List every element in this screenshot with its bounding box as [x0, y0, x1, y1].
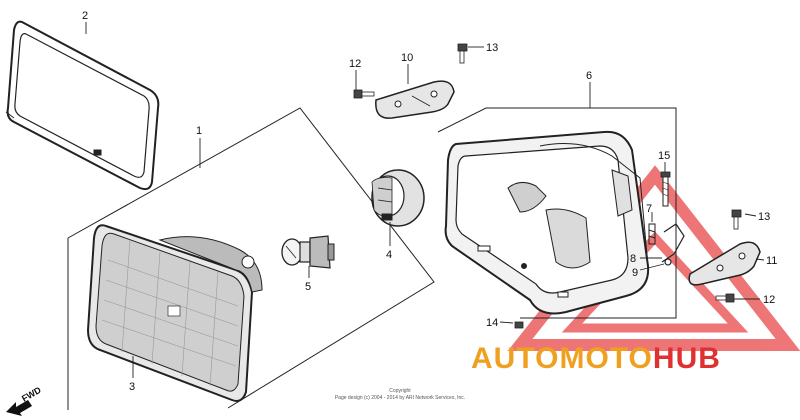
part-label-2: 2: [82, 10, 88, 22]
part-label-13b: 13: [758, 211, 770, 223]
bolt-bottom: [514, 321, 524, 329]
group-outline-lens: [67, 107, 435, 410]
adjuster-screw: [660, 171, 671, 207]
part-label-14: 14: [486, 317, 498, 329]
forward-label: FWD: [20, 385, 43, 404]
part-number-labels: 2 1 3 4 5 6 7 8 9 10 11 12 12 13 13 14 1…: [82, 10, 777, 393]
forward-arrow-icon: [6, 400, 32, 416]
leader-lines: [85, 22, 765, 378]
forward-direction-indicator: FWD: [6, 385, 43, 416]
watermark-logo: AUTOMOTOHUB: [471, 342, 721, 375]
bolt-upper-top: [457, 43, 468, 64]
group-outline-case: [437, 107, 677, 319]
part-label-9: 9: [632, 267, 638, 279]
copyright-caption: Copyright Page design (c) 2004 - 2014 by…: [335, 388, 465, 401]
adjuster-clip: [661, 223, 685, 266]
part-label-12b: 12: [763, 294, 775, 306]
part-label-10: 10: [401, 52, 413, 64]
bolt-lower-right: [731, 209, 742, 230]
mounting-bracket-upper: [375, 80, 455, 119]
part-label-11: 11: [766, 255, 777, 267]
part-label-13a: 13: [486, 42, 498, 54]
copyright-line-1: Copyright: [389, 388, 411, 394]
headlight-lens-unit: [86, 224, 263, 402]
part-label-12a: 12: [349, 58, 361, 70]
headlight-bulb: [281, 235, 335, 269]
part-label-8: 8: [630, 253, 636, 265]
part-label-7: 7: [646, 203, 652, 215]
part-label-6: 6: [586, 70, 592, 82]
headlight-rim: [5, 20, 160, 191]
bolt-upper-left: [353, 89, 375, 99]
watermark-logo-part1: AUTOMOTO: [471, 342, 653, 375]
part-label-1: 1: [196, 125, 202, 137]
part-label-15: 15: [658, 150, 670, 162]
copyright-line-2: Page design (c) 2004 - 2014 by ARI Netwo…: [335, 395, 465, 401]
part-label-4: 4: [386, 249, 392, 261]
part-label-5: 5: [305, 281, 311, 293]
watermark-logo-part2: HUB: [653, 342, 721, 375]
headlight-case: [444, 130, 650, 315]
part-label-3: 3: [129, 381, 135, 393]
bolt-lower-mid: [715, 293, 735, 303]
adjuster-spring: [648, 223, 656, 245]
mounting-bracket-lower: [688, 241, 761, 286]
bulb-socket-cover: [371, 169, 425, 227]
